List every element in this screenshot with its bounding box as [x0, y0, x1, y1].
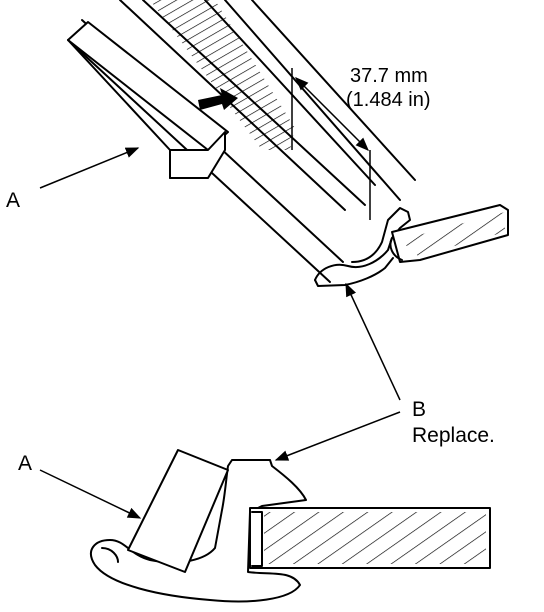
dimension-37-7 [291, 68, 371, 220]
leader-b-top [345, 282, 401, 401]
leader-a-top [39, 147, 140, 189]
label-b-note: Replace. [412, 424, 495, 447]
tool-a-section [127, 449, 229, 573]
molding-end-profile [314, 257, 394, 287]
glass-hatch [400, 212, 505, 256]
tool-a-bar [67, 21, 229, 151]
rail-line [142, 0, 366, 206]
molding-inner [101, 547, 119, 563]
label-a-top: A [6, 189, 20, 212]
cross-section-assembly [90, 449, 491, 603]
molding-end-profile [314, 207, 411, 281]
push-arrow-icon [198, 88, 238, 110]
glass-panel-hatched [150, 0, 295, 150]
label-a-bottom: A [18, 452, 32, 475]
rail-line [119, 0, 346, 211]
top-view-assembly [67, 0, 509, 287]
tool-a-bar [67, 39, 171, 151]
leader-b-bottom [274, 411, 401, 461]
glass-edge [389, 237, 403, 261]
dim-mm-label: 37.7 mm [350, 65, 428, 87]
label-b: B [412, 398, 426, 421]
leader-a-bottom [39, 469, 142, 519]
dim-in-label: (1.484 in) [346, 89, 431, 111]
molding-section [90, 459, 307, 603]
rail-line [204, 0, 376, 186]
glass-hatch-section [264, 512, 486, 564]
glass-section-edge [251, 511, 263, 567]
